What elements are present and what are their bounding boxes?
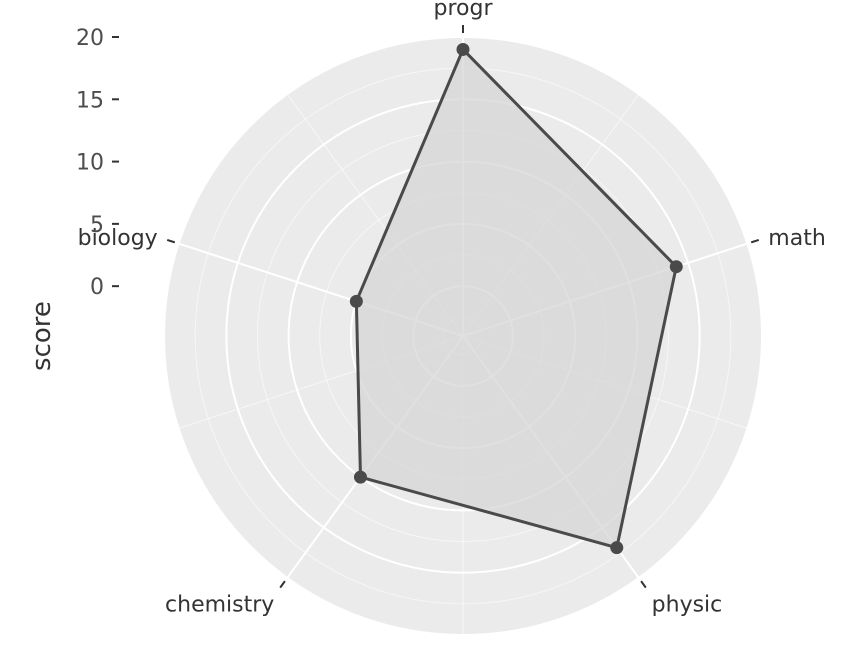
y-tick-label: 10 <box>76 151 104 176</box>
data-point-physic <box>610 541 624 555</box>
spoke-tick <box>166 238 176 244</box>
data-series <box>354 47 678 550</box>
category-labels: progr math physic chemistry biology <box>78 0 826 618</box>
category-label-physic: physic <box>652 593 723 618</box>
data-point-biology <box>349 294 363 308</box>
data-points <box>349 42 683 555</box>
y-tick-label: 0 <box>90 275 104 300</box>
category-label-biology: biology <box>78 226 158 251</box>
spoke-tick <box>750 238 760 244</box>
y-axis-title: score <box>27 301 57 371</box>
spoke-tick <box>279 580 286 589</box>
y-tick-label: 15 <box>76 88 104 113</box>
data-point-math <box>669 260 683 274</box>
data-point-progr <box>456 42 470 56</box>
y-axis: 0 5 10 15 20 <box>76 26 119 300</box>
data-point-chemistry <box>353 470 367 484</box>
category-label-math: math <box>768 226 825 251</box>
y-tick-label: 5 <box>90 213 104 238</box>
y-tick-label: 20 <box>76 26 104 51</box>
series-polygon <box>354 47 678 550</box>
spoke-tick <box>640 580 647 589</box>
category-label-progr: progr <box>434 0 494 21</box>
category-label-chemistry: chemistry <box>165 593 274 618</box>
